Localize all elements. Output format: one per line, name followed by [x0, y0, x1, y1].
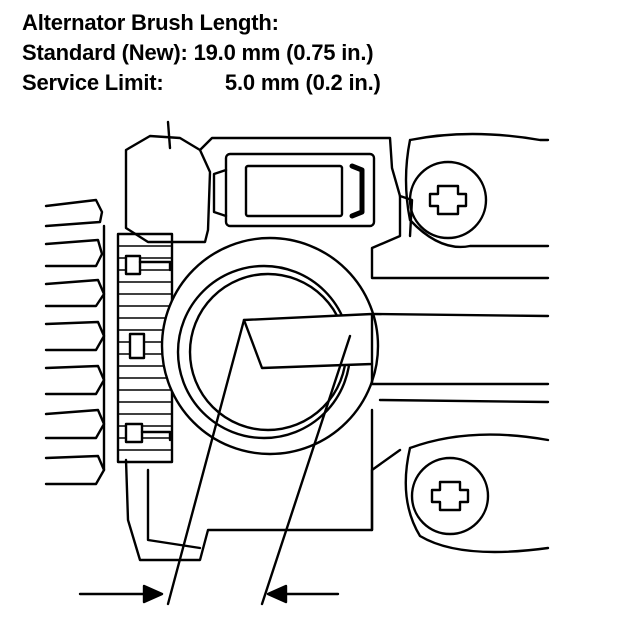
- upper-bolt-cross: [428, 184, 468, 216]
- brush-holder-shade: [349, 163, 365, 219]
- spec-block: Alternator Brush Length: Standard (New):…: [22, 8, 381, 98]
- terminal-pin-lower: [124, 422, 144, 444]
- service-limit-value: 5.0 mm (0.2 in.): [224, 70, 381, 95]
- terminal-pin-upper: [124, 254, 142, 276]
- terminal-bracket-upper: [138, 260, 172, 272]
- brush-holder-frame: [224, 152, 376, 228]
- measure-arrow-left-head: [142, 584, 164, 604]
- lower-bolt-head: [410, 456, 490, 536]
- brush: [242, 312, 374, 370]
- service-limit-spec: Service Limit: 5.0 mm (0.2 in.): [22, 68, 381, 98]
- brush-holder-window: [244, 164, 344, 218]
- measure-line-right: [260, 334, 352, 606]
- housing-right-notch: [398, 194, 414, 238]
- left-fin-block: [44, 198, 106, 486]
- service-limit-label: Service Limit:: [22, 70, 164, 95]
- housing-outline: [124, 134, 212, 244]
- terminal-pin-middle: [128, 332, 146, 360]
- top-wire: [166, 120, 172, 150]
- brush-arm-upper: [370, 312, 550, 318]
- standard-value: 19.0 mm (0.75 in.): [193, 40, 374, 65]
- brush-holder-edge: [212, 168, 228, 218]
- measure-arrow-right-head: [266, 584, 288, 604]
- upper-pulley-bracket: [404, 132, 550, 249]
- brush-arm-lower-edge: [378, 398, 550, 404]
- lower-bolt-cross: [430, 480, 470, 512]
- measure-line-left: [166, 318, 246, 606]
- spec-title: Alternator Brush Length:: [22, 10, 279, 35]
- brush-arm-lower: [370, 362, 550, 386]
- lower-pulley-bracket: [404, 433, 550, 554]
- upper-bolt-head: [408, 160, 488, 240]
- standard-spec: Standard (New): 19.0 mm (0.75 in.): [22, 38, 381, 68]
- standard-label: Standard (New):: [22, 40, 188, 65]
- terminal-bracket-lower: [140, 430, 172, 442]
